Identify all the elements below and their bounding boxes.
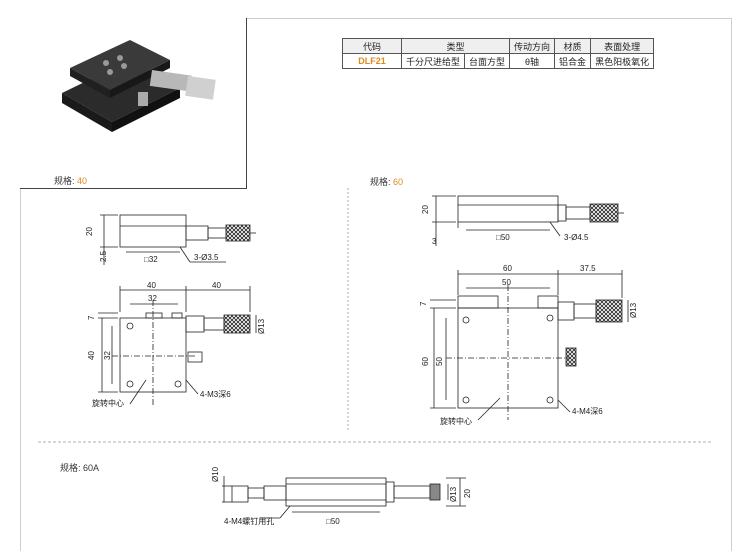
dim-60-center: 旋转中心 — [440, 416, 472, 426]
dim-40-d13: Ø13 — [257, 318, 266, 334]
dim-40-v32: 32 — [103, 351, 112, 360]
drawing-60a-side — [222, 476, 466, 519]
dim-60-d7: 7 — [419, 301, 428, 306]
product-photo-panel: 规格: 40 — [20, 18, 247, 189]
spec-label-60a: 规格: 60A — [60, 463, 100, 473]
dim-40-center: 旋转中心 — [92, 398, 124, 408]
drawing-60-side — [432, 195, 624, 246]
spec-label-40: 规格: 40 — [54, 176, 88, 186]
hdr-material: 材质 — [554, 38, 592, 54]
dim-40-sq32: □32 — [144, 255, 158, 264]
spec-label-60: 规格: 60 — [370, 177, 404, 187]
dim-40-w40b: 40 — [212, 281, 221, 290]
cell-surface: 黑色阳极氧化 — [590, 53, 655, 69]
dim-60-holes: 3-Ø4.5 — [564, 233, 589, 242]
hdr-direction: 传动方向 — [509, 38, 556, 54]
spec-table: 代码 类型 传动方向 材质 表面处理 DLF21 千分尺进给型 台面方型 θ轴 … — [342, 38, 655, 69]
dim-60-h3: 3 — [432, 237, 437, 246]
cell-code: DLF21 — [342, 53, 402, 69]
spec-table-row: DLF21 千分尺进给型 台面方型 θ轴 铝合金 黑色阳极氧化 — [342, 53, 655, 69]
dim-60a-m4: 4-M4螺钉用孔 — [224, 516, 274, 526]
spec-table-header: 代码 类型 传动方向 材质 表面处理 — [342, 38, 655, 54]
page-frame — [20, 18, 732, 551]
dim-40-m3: 4-M3深6 — [200, 390, 231, 399]
dim-60-v60: 60 — [421, 357, 430, 366]
dim-60a-d10: Ø10 — [211, 466, 220, 482]
hdr-surface: 表面处理 — [590, 38, 655, 54]
cell-material: 铝合金 — [554, 53, 592, 69]
dim-60a-sq50: □50 — [326, 517, 340, 526]
dim-60-sq50: □50 — [496, 233, 510, 242]
dim-60-h20: 20 — [421, 205, 430, 214]
dim-60-m4: 4-M4深6 — [572, 407, 603, 416]
dim-60-d13: Ø13 — [629, 302, 638, 318]
drawing-40-side — [100, 214, 256, 265]
dim-40-w40a: 40 — [147, 281, 156, 290]
dim-40-w32: 32 — [148, 294, 157, 303]
product-photo — [62, 40, 216, 132]
drawing-60-top — [430, 270, 629, 421]
dim-40-h25: 2.5 — [99, 250, 108, 262]
dim-60-w375: 37.5 — [580, 264, 596, 273]
dim-60-w50: 50 — [502, 278, 511, 287]
dim-40-v40: 40 — [87, 351, 96, 360]
dim-40-h20: 20 — [85, 227, 94, 236]
hdr-code: 代码 — [342, 38, 402, 54]
dim-40-holes: 3-Ø3.5 — [194, 253, 219, 262]
dim-40-d7: 7 — [87, 315, 96, 320]
dim-60-v50: 50 — [435, 357, 444, 366]
dim-60-w60: 60 — [503, 264, 512, 273]
drawing-40-top — [98, 286, 257, 405]
dim-60a-d13: Ø13 — [449, 486, 458, 502]
dim-60a-h20: 20 — [463, 489, 472, 498]
